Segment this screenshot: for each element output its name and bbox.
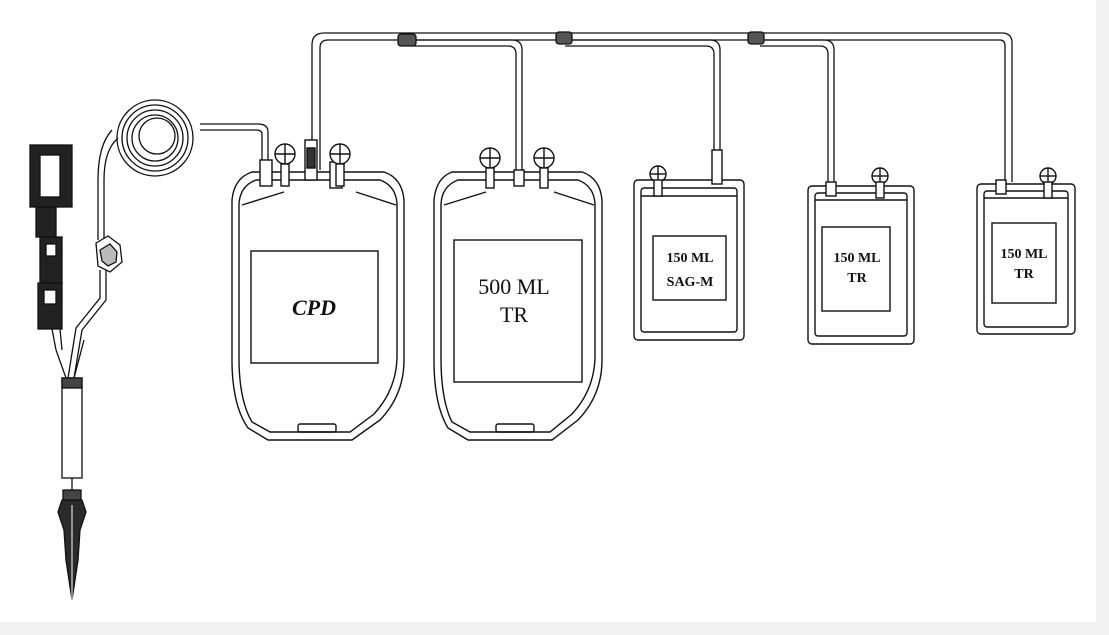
needle-hub — [61, 377, 83, 479]
tube-connectors — [397, 31, 765, 47]
label-500ml-line1: 500 ML — [478, 274, 550, 299]
bag-outline — [633, 179, 745, 341]
diagram-canvas: CPD 500 ML TR 150 ML SAG-M — [29, 31, 1076, 604]
donor-tube-coil — [200, 123, 269, 175]
tubing-network — [67, 32, 1013, 379]
bag-primary-cpd — [231, 139, 405, 441]
label-sagm-line2: SAG-M — [667, 275, 714, 290]
label-panel — [250, 250, 379, 364]
label-sagm-line1: 150 ML — [666, 251, 713, 266]
label-150a-line2: TR — [847, 271, 867, 286]
connector-1 — [397, 33, 417, 47]
blood-bag-system-diagram: CPD 500 ML TR 150 ML SAG-M — [0, 0, 1096, 622]
label-150a-line1: 150 ML — [833, 251, 880, 266]
bag-150ml-sagm — [633, 149, 745, 341]
bag-outline — [433, 171, 603, 441]
label-150b-line1: 150 ML — [1000, 247, 1047, 262]
label-panel — [453, 239, 583, 383]
hanger-slot — [297, 423, 337, 433]
donor-needle-assembly — [29, 144, 123, 604]
label-panel — [991, 222, 1057, 304]
label-150b-line2: TR — [1014, 267, 1034, 282]
branch-tube-150a — [760, 39, 835, 182]
connector-3 — [747, 31, 765, 45]
hanger-slot — [495, 423, 535, 433]
bag-150ml-tr-a — [807, 167, 915, 345]
label-500ml-line2: TR — [500, 302, 528, 327]
bag-outline — [807, 185, 915, 345]
bag-150ml-tr-b — [976, 167, 1076, 335]
bag-outline — [976, 183, 1076, 335]
connector-2 — [555, 31, 573, 45]
main-transfer-tube — [311, 32, 1013, 182]
label-cpd: CPD — [292, 295, 336, 320]
label-panel — [652, 235, 727, 301]
bag-outline — [231, 171, 405, 441]
branch-tube-sagm — [565, 39, 721, 150]
label-panel — [821, 226, 891, 312]
bag-500ml-tr — [433, 147, 603, 441]
branch-tube-500ml — [410, 39, 523, 175]
